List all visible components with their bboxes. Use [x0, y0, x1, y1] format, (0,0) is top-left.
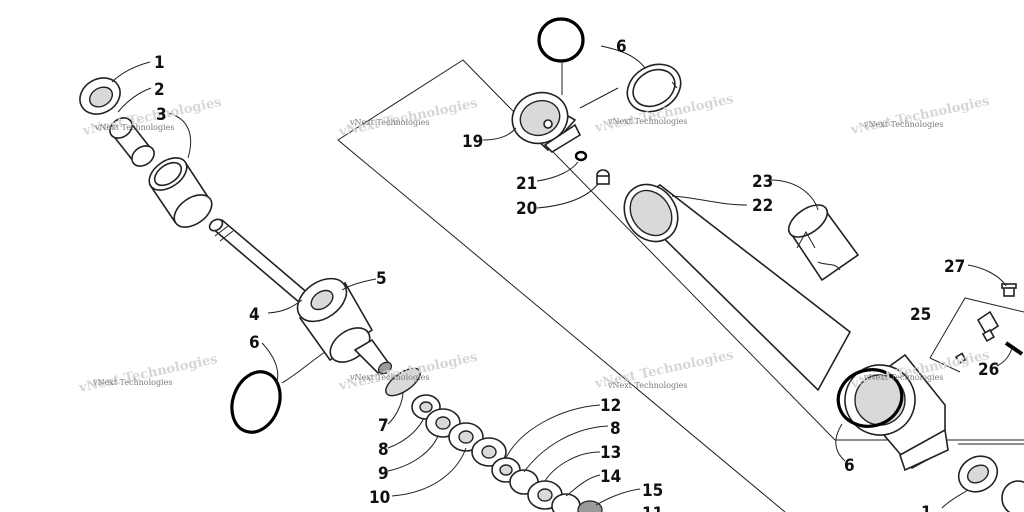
- wear-band: [787, 204, 860, 282]
- small-o-ring: [574, 150, 588, 162]
- watermark-text: vNext Technologies: [92, 378, 172, 387]
- part-label-22: 22: [752, 196, 773, 216]
- part-label-8: 8: [610, 419, 621, 439]
- leader-lines: [111, 45, 1013, 509]
- reservoir-tube: [623, 183, 852, 392]
- part-label-20: 20: [516, 199, 537, 219]
- bushing-cap: [79, 77, 121, 115]
- part-label-21: 21: [516, 174, 537, 194]
- part-label-19: 19: [462, 132, 483, 152]
- o-ring-right: [836, 368, 904, 428]
- part-label-9: 9: [378, 464, 389, 484]
- dust-seal-ring: [626, 63, 682, 113]
- part-label-10: 10: [369, 488, 390, 508]
- part-label-26: 26: [978, 360, 999, 380]
- part-label-6: 6: [616, 37, 627, 57]
- part-label-11: 11: [642, 504, 663, 512]
- bushing-sleeve: [109, 117, 155, 167]
- part-label-6: 6: [844, 456, 855, 476]
- watermark-text: vNext Technologies: [77, 352, 219, 396]
- part-label-12: 12: [600, 396, 621, 416]
- valve-assembly-bracket: [929, 297, 1024, 373]
- reservoir-end-cap: [511, 91, 582, 154]
- part-label-8: 8: [378, 440, 389, 460]
- shaft-collar: [148, 157, 213, 228]
- part-label-25: 25: [910, 305, 931, 325]
- part-label-1: 1: [921, 503, 932, 512]
- valve-cap: [596, 169, 610, 185]
- bushing-right: [957, 455, 1024, 512]
- o-ring-left: [230, 370, 282, 434]
- part-label-6: 6: [249, 333, 260, 353]
- watermark-text: vNext Technologies: [849, 94, 991, 138]
- piston-head: [296, 277, 393, 375]
- part-label-15: 15: [642, 481, 663, 501]
- part-label-27: 27: [944, 257, 965, 277]
- part-label-7: 7: [378, 416, 389, 436]
- part-label-2: 2: [154, 80, 165, 100]
- part-label-3: 3: [156, 105, 167, 125]
- part-label-1: 1: [154, 53, 165, 73]
- watermark-text: vNext Technologies: [863, 373, 943, 382]
- part-label-4: 4: [249, 305, 260, 325]
- part-labels: 1 2 3 4 5 6 7 8 9 10 12 8 13 14 15 11 19…: [154, 37, 999, 512]
- part-label-5: 5: [376, 269, 387, 289]
- watermark-text: vNext Technologies: [94, 123, 174, 132]
- watermark-text: vNext Technologies: [607, 381, 687, 390]
- watermark-text: vNext Technologies: [349, 118, 429, 127]
- shim-stack: [385, 367, 603, 512]
- valve-seal: [1004, 341, 1024, 356]
- watermark-text: vNext Technologies: [607, 117, 687, 126]
- part-label-13: 13: [600, 443, 621, 463]
- watermark-text: vNext Technologies: [863, 120, 943, 129]
- valve-screw: [1001, 283, 1017, 297]
- schrader-valve: [954, 310, 1000, 365]
- part-label-14: 14: [600, 467, 621, 487]
- o-ring-top: [537, 17, 585, 63]
- watermark-text: vNext Technologies: [349, 373, 429, 382]
- part-label-23: 23: [752, 172, 773, 192]
